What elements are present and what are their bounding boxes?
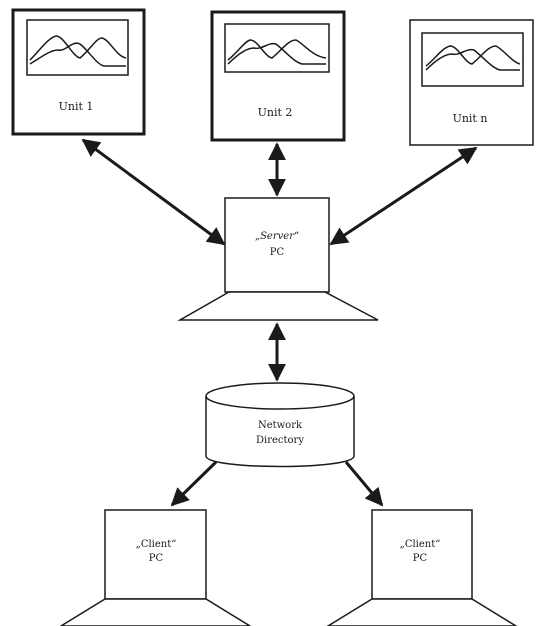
unit-1-node: Unit 1	[11, 8, 146, 136]
arrow-directory-client-right	[344, 461, 384, 507]
unit-2-screen	[224, 23, 330, 73]
client-pc-right-base	[326, 598, 518, 626]
network-directory-label-line2: Directory	[256, 435, 304, 446]
client-pc-left-node: „Client“ PC	[59, 509, 252, 626]
server-pc-label-line1: „Server“	[255, 231, 299, 242]
client-pc-right-node: „Client“ PC	[326, 509, 518, 626]
arrow-unit1-server	[81, 138, 226, 246]
client-pc-right-monitor	[371, 509, 473, 600]
client-pc-right-label-line2: PC	[413, 553, 428, 564]
client-pc-right-label-line1: „Client“	[400, 539, 441, 550]
server-pc-monitor	[224, 197, 330, 293]
unit-n-node: Unit n	[409, 19, 534, 146]
unit-1-waveform-b	[29, 42, 126, 67]
client-pc-left-label-line1: „Client“	[136, 539, 177, 550]
network-directory-body	[205, 396, 355, 468]
unit-n-waveform-b	[425, 48, 520, 71]
unit-n-screen	[421, 32, 524, 87]
unit-1-label: Unit 1	[59, 100, 94, 113]
network-directory-top	[205, 382, 355, 410]
unit-1-waveform-a	[29, 35, 127, 61]
server-pc-base	[177, 291, 379, 321]
unit-2-label: Unit 2	[258, 106, 293, 119]
server-pc-label-line2: PC	[270, 247, 285, 258]
network-directory-node: Network Directory	[205, 382, 355, 468]
unit-2-node: Unit 2	[210, 10, 346, 142]
unit-1-screen	[26, 19, 129, 76]
client-pc-left-base	[59, 598, 252, 626]
unit-2-waveform-a	[227, 39, 327, 61]
arrow-directory-client-left	[170, 460, 218, 507]
server-pc-node: „Server“ PC	[177, 197, 379, 321]
unit-n-waveform-a	[425, 45, 521, 67]
arrow-unitn-server	[329, 146, 478, 246]
client-pc-left-label-line2: PC	[149, 553, 164, 564]
unit-n-label: Unit n	[453, 112, 488, 125]
network-directory-label-line1: Network	[258, 420, 303, 431]
unit-2-waveform-b	[227, 42, 326, 65]
